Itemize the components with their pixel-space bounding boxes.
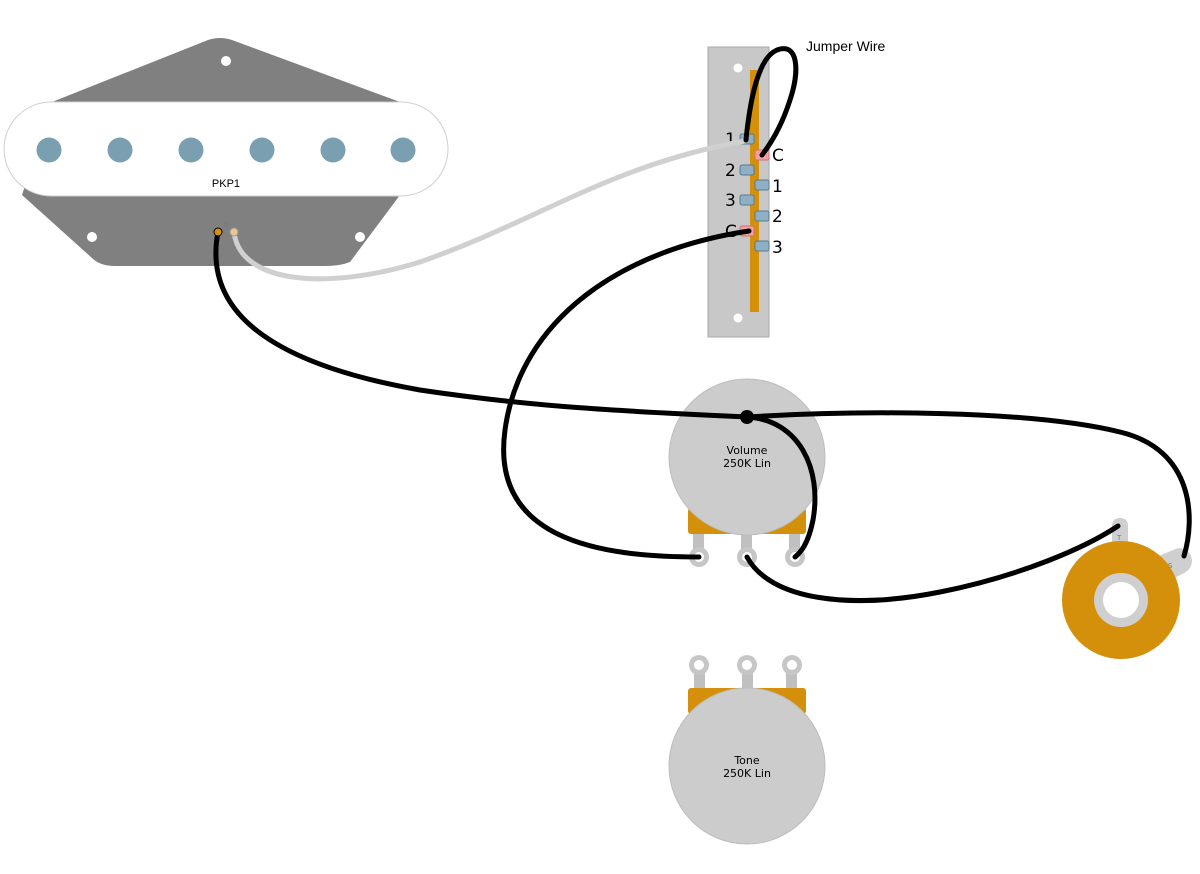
switch-label-left-1: 1 xyxy=(725,130,736,150)
switch-label-right-3: 3 xyxy=(772,238,783,258)
switch-plate xyxy=(707,46,770,338)
switch-terminal-right-3 xyxy=(754,240,770,252)
switch-terminal-left-3 xyxy=(739,194,755,206)
black-wire-ground-to-jack xyxy=(744,410,1192,559)
tone-lug-tab xyxy=(694,670,705,692)
pickup-lead-black xyxy=(213,227,223,237)
pickup: PKP1 N xyxy=(3,38,449,266)
mount-hole xyxy=(221,56,231,66)
pole-piece xyxy=(107,137,133,163)
volume-lug-tab xyxy=(741,532,752,552)
switch-label-right-1: 1 xyxy=(772,177,783,197)
tone-pot-body xyxy=(668,687,826,845)
pole-piece xyxy=(390,137,416,163)
switch-mount-hole xyxy=(733,313,743,323)
switch-label-right-c: C xyxy=(772,146,784,166)
volume-pot-name: Volume xyxy=(727,444,768,457)
volume-lug-tab xyxy=(693,532,704,552)
switch-bar xyxy=(750,70,759,312)
black-wire-wiper-to-jack xyxy=(744,523,1121,603)
switch-label-right-2: 2 xyxy=(772,207,783,227)
jumper-wire xyxy=(743,46,799,158)
switch-label-left-2: 2 xyxy=(725,161,736,181)
white-wire-pickup-to-switch xyxy=(231,138,748,282)
pickup-lead-label: N xyxy=(223,221,228,229)
output-jack: T S xyxy=(1062,518,1192,659)
switch-mount-hole xyxy=(733,63,743,73)
black-wire-switch-to-volume xyxy=(501,228,752,560)
pole-piece xyxy=(320,137,346,163)
tone-pot: Tone 250K Lin xyxy=(668,655,826,845)
jack-tip-label: T xyxy=(1116,534,1122,542)
tone-pot-value: 250K Lin xyxy=(723,767,771,780)
volume-pot: Volume 250K Lin xyxy=(668,378,826,567)
tone-lug-1-hole xyxy=(694,660,704,670)
switch-label-left-3: 3 xyxy=(725,191,736,211)
pole-piece xyxy=(36,137,62,163)
mount-hole xyxy=(355,232,365,242)
tone-pot-name: Tone xyxy=(733,754,760,767)
wires xyxy=(213,46,1192,603)
pickup-cover xyxy=(3,101,449,197)
pole-piece xyxy=(178,137,204,163)
black-wire-pickup-to-volume xyxy=(213,229,750,420)
pickup-lead-white xyxy=(229,227,239,237)
volume-pot-value: 250K Lin xyxy=(723,457,771,470)
pole-piece xyxy=(249,137,275,163)
volume-lug-tab xyxy=(789,532,800,552)
volume-pot-body xyxy=(668,378,826,536)
mount-hole xyxy=(87,232,97,242)
jumper-wire-label: Jumper Wire xyxy=(806,38,886,54)
tone-lug-tab xyxy=(742,670,753,692)
tone-lug-3-hole xyxy=(787,660,797,670)
pickup-label: PKP1 xyxy=(212,178,240,190)
switch-terminal-right-2 xyxy=(754,210,770,222)
switch-terminal-right-1 xyxy=(754,179,770,191)
solder-joint xyxy=(740,410,754,424)
tone-lug-2-hole xyxy=(742,660,752,670)
black-wire-volume-loop xyxy=(744,414,818,560)
tone-lug-tab xyxy=(786,670,797,692)
jack-hole xyxy=(1103,582,1139,618)
switch-terminal-left-2 xyxy=(739,164,755,176)
jack-sleeve-label: S xyxy=(1168,562,1173,570)
